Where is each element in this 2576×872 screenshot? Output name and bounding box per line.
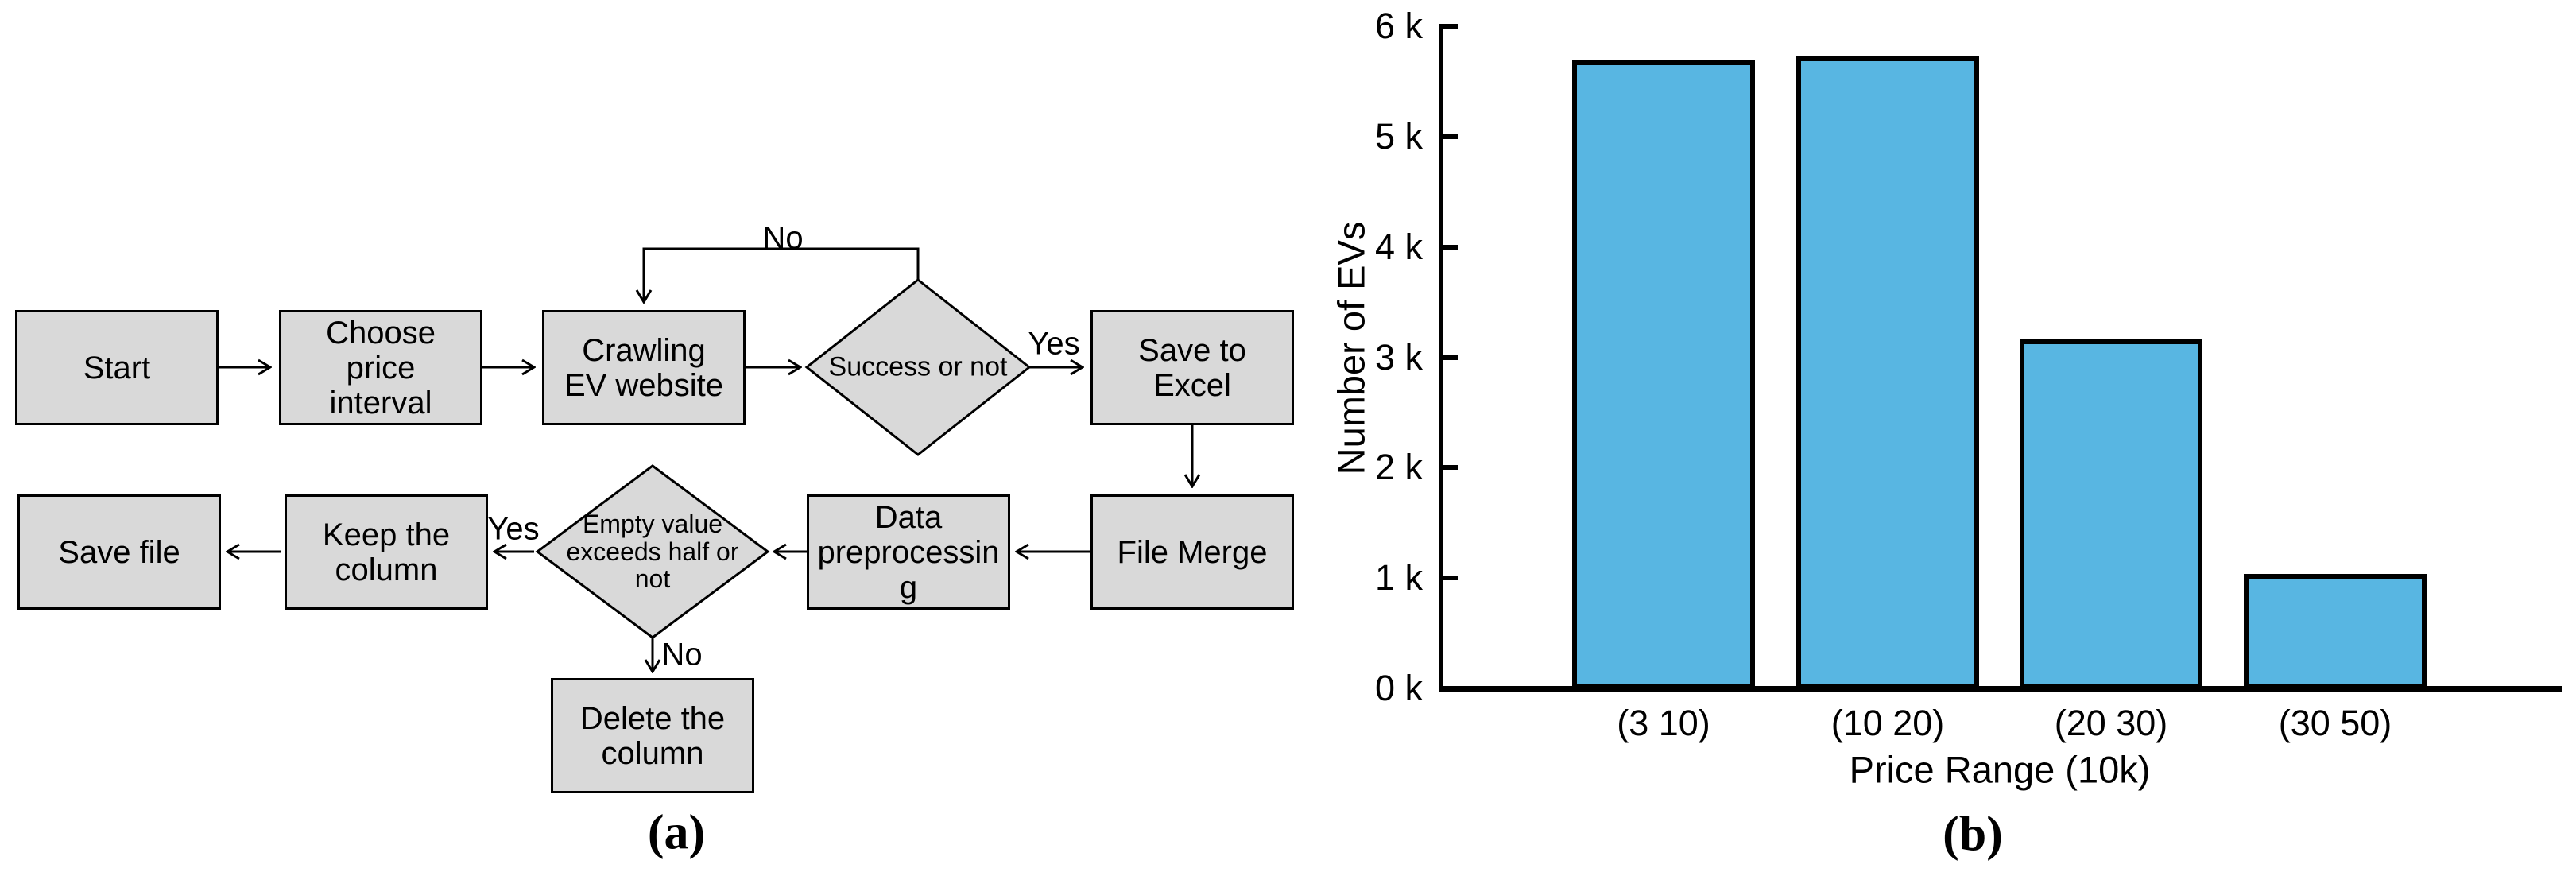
x-tick-label: (20 30) bbox=[2054, 703, 2168, 743]
decision-empty-line3: not bbox=[634, 564, 671, 594]
edge-label-no-delete: No bbox=[661, 637, 703, 672]
bar-(10 20) bbox=[1796, 56, 1979, 688]
node-crawling-ev-website: Crawling EV website bbox=[542, 310, 746, 425]
decision-empty-line2: exceeds half or bbox=[566, 537, 739, 566]
y-tick-label: 3 k bbox=[1374, 336, 1423, 378]
y-tick-label: 0 k bbox=[1374, 668, 1423, 708]
node-save-excel-line1: Save to bbox=[1138, 332, 1246, 368]
node-file-merge: File Merge bbox=[1090, 494, 1294, 610]
x-tick-label: (30 50) bbox=[2278, 703, 2392, 743]
node-choose-price-interval: Choose price interval bbox=[279, 310, 482, 425]
arrow-no-retry-loop bbox=[644, 247, 920, 301]
node-start-label: Start bbox=[83, 350, 151, 386]
y-axis-tick bbox=[1441, 134, 1458, 139]
x-tick-label: (3 10) bbox=[1617, 703, 1710, 743]
node-keep-line1: Keep the bbox=[322, 517, 451, 552]
x-axis-line bbox=[1439, 686, 2562, 692]
node-keep-the-column: Keep the column bbox=[285, 494, 488, 610]
y-tick-label: 6 k bbox=[1374, 6, 1423, 47]
x-tick-label: (10 20) bbox=[1830, 703, 1945, 743]
y-axis-tick bbox=[1441, 465, 1458, 471]
node-save-file-label: Save file bbox=[58, 534, 180, 570]
y-axis-tick bbox=[1441, 576, 1458, 581]
bar-(20 30) bbox=[2020, 339, 2202, 688]
decision-empty-value-label: Empty value exceeds half or not bbox=[557, 510, 748, 593]
node-data-prep-line1: Data bbox=[874, 499, 943, 535]
y-axis-title: Number of EVs bbox=[1330, 221, 1373, 475]
decision-success-diamond bbox=[804, 278, 1032, 456]
edge-label-yes-keep: Yes bbox=[487, 511, 540, 547]
x-axis-title: Price Range (10k) bbox=[1849, 748, 2151, 791]
node-keep-line2: column bbox=[335, 552, 438, 587]
y-tick-label: 4 k bbox=[1374, 226, 1423, 267]
bar-(3 10) bbox=[1572, 60, 1755, 688]
y-axis-tick bbox=[1441, 24, 1458, 29]
y-axis-tick bbox=[1441, 244, 1458, 250]
node-delete-the-column: Delete the column bbox=[551, 678, 754, 793]
bar-(30 50) bbox=[2244, 574, 2427, 688]
decision-empty-line1: Empty value bbox=[582, 510, 723, 539]
edge-label-yes-success: Yes bbox=[1028, 326, 1080, 362]
node-data-prep-line3: g bbox=[899, 569, 918, 605]
node-file-merge-label: File Merge bbox=[1117, 534, 1268, 570]
panel-a-caption: (a) bbox=[647, 805, 706, 860]
node-save-to-excel: Save to Excel bbox=[1090, 310, 1294, 425]
node-crawling-line2: EV website bbox=[564, 367, 724, 403]
node-crawling-line1: Crawling bbox=[582, 332, 706, 368]
node-choose-line3: interval bbox=[329, 385, 432, 420]
edge-label-no-retry: No bbox=[762, 220, 804, 256]
y-axis-tick bbox=[1441, 355, 1458, 360]
node-choose-line1: Choose bbox=[326, 315, 436, 351]
node-data-prep-line2: preprocessin bbox=[817, 534, 1000, 570]
node-data-preprocessing: Data preprocessin g bbox=[807, 494, 1010, 610]
panel-b-caption: (b) bbox=[1943, 807, 2003, 862]
node-save-file: Save file bbox=[17, 494, 221, 610]
y-tick-label: 5 k bbox=[1374, 116, 1423, 157]
decision-success-label: Success or not bbox=[828, 351, 1008, 382]
node-save-excel-line2: Excel bbox=[1153, 367, 1231, 403]
node-delete-line2: column bbox=[601, 735, 704, 771]
y-tick-label: 1 k bbox=[1374, 557, 1423, 599]
node-start: Start bbox=[15, 310, 219, 425]
y-tick-label: 2 k bbox=[1374, 447, 1423, 488]
flowchart-connectors bbox=[219, 247, 1319, 872]
node-choose-line2: price bbox=[346, 350, 416, 386]
node-delete-line1: Delete the bbox=[579, 700, 726, 736]
